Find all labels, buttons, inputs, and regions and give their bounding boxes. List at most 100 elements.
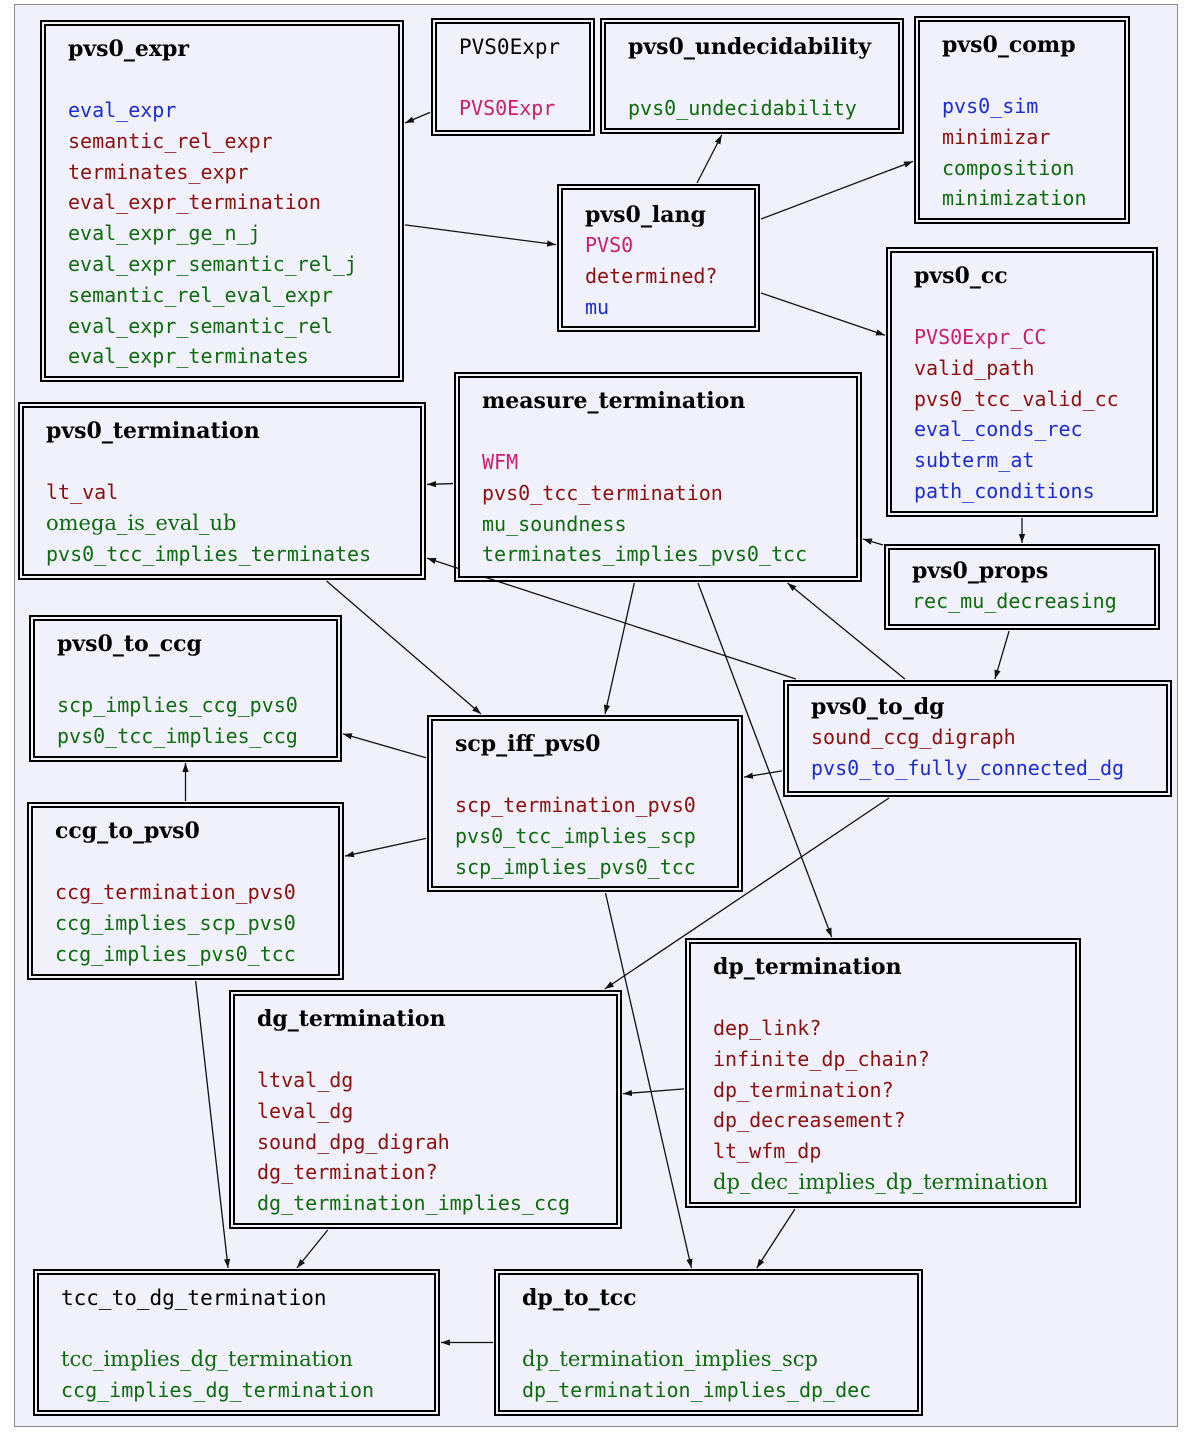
node-measure-termination: measure_termination WFM pvs0_tcc_termina… — [454, 372, 862, 582]
node-item: mu — [585, 294, 610, 319]
node-item: semantic_rel_eval_expr — [68, 282, 333, 307]
node-title: pvs0_lang — [585, 202, 706, 228]
edge-pvs0_props-to-measure_termination — [862, 538, 884, 546]
node-item: pvs0_tcc_termination — [482, 480, 723, 505]
node-items: WFM pvs0_tcc_termination mu_soundness te… — [482, 447, 856, 570]
node-title: pvs0_to_ccg — [57, 631, 202, 657]
node-item: pvs0_tcc_implies_scp — [455, 823, 696, 848]
node-pvs0-undecidability: pvs0_undecidability pvs0_undecidability — [600, 18, 904, 134]
node-item: dg_termination_implies_ccg — [257, 1191, 571, 1216]
node-item: scp_termination_pvs0 — [455, 793, 696, 817]
edge-dg_termination-to-tcc_to_dg_termination — [296, 1229, 329, 1269]
node-item: determined? — [585, 263, 718, 288]
node-item: eval_expr_terminates — [68, 344, 309, 369]
node-title: dg_termination — [257, 1006, 446, 1032]
node-item: pvs0_tcc_valid_cc — [914, 386, 1119, 411]
node-item: dp_decreasement? — [713, 1108, 906, 1133]
edge-scp_iff_pvs0-to-ccg_to_pvs0 — [344, 837, 427, 858]
node-item: sound_ccg_digraph — [811, 725, 1016, 749]
node-title: tcc_to_dg_termination — [61, 1286, 327, 1310]
node-item: ltval_dg — [257, 1068, 354, 1092]
node-items: tcc_implies_dg_termination ccg_implies_d… — [61, 1344, 434, 1406]
node-item: pvs0_undecidability — [628, 96, 857, 120]
node-items: pvs0_sim minimizar composition minimizat… — [942, 91, 1124, 214]
node-item: scp_implies_ccg_pvs0 — [57, 693, 298, 717]
node-title: pvs0_undecidability — [628, 34, 872, 60]
node-item: mu_soundness — [482, 511, 627, 536]
edge-pvs0_lang-to-pvs0_undecidability — [696, 134, 723, 184]
node-item: rec_mu_decreasing — [912, 589, 1117, 613]
node-tcc-to-dg-termination: tcc_to_dg_termination tcc_implies_dg_ter… — [33, 1269, 440, 1416]
node-item: eval_expr_semantic_rel_j — [68, 251, 357, 276]
edge-pvs0_expr-to-pvs0_lang — [404, 224, 557, 247]
node-pvs0-expr: pvs0_expr eval_expr semantic_rel_expr te… — [40, 20, 404, 382]
node-item: sound_dpg_digrah — [257, 1129, 450, 1154]
node-item: ccg_implies_scp_pvs0 — [55, 910, 296, 935]
edge-dp_termination-to-dg_termination — [622, 1088, 685, 1097]
edge-pvs0_to_dg-to-measure_termination — [787, 582, 906, 680]
node-item: eval_expr — [68, 98, 177, 122]
edge-dp_termination-to-dp_to_tcc — [756, 1208, 796, 1269]
node-item: eval_conds_rec — [914, 417, 1083, 442]
node-items: pvs0_undecidability — [628, 93, 898, 124]
node-items: sound_ccg_digraph pvs0_to_fully_connecte… — [811, 722, 1166, 784]
node-item: dp_termination_implies_scp — [522, 1347, 818, 1371]
node-item: subterm_at — [914, 448, 1035, 473]
node-dg-termination: dg_termination ltval_dg leval_dg sound_d… — [229, 990, 622, 1229]
node-item: eval_expr_ge_n_j — [68, 221, 261, 246]
node-item: path_conditions — [914, 478, 1095, 503]
node-item: tcc_implies_dg_termination — [61, 1347, 353, 1371]
node-item: ccg_termination_pvs0 — [55, 880, 296, 904]
node-items: lt_val omega_is_eval_ub pvs0_tcc_implies… — [46, 477, 420, 569]
node-item: pvs0_to_fully_connected_dg — [811, 755, 1125, 780]
edge-pvs0_lang-to-pvs0_cc — [760, 292, 886, 336]
node-item: lt_wfm_dp — [713, 1139, 822, 1164]
node-item: dep_link? — [713, 1016, 822, 1040]
node-item: composition — [942, 155, 1075, 180]
node-scp-iff-pvs0: scp_iff_pvs0 scp_termination_pvs0 pvs0_t… — [427, 715, 743, 892]
node-item: infinite_dp_chain? — [713, 1046, 930, 1071]
node-items: PVS0 determined? mu — [585, 230, 754, 322]
node-item: dg_termination? — [257, 1160, 438, 1185]
node-title: PVS0Expr — [459, 35, 561, 59]
node-item: leval_dg — [257, 1098, 354, 1123]
node-item: PVS0 — [585, 233, 634, 257]
node-title: dp_to_tcc — [522, 1285, 637, 1311]
node-title: dp_termination — [713, 954, 902, 980]
node-pvs0-to-ccg: pvs0_to_ccg scp_implies_ccg_pvs0 pvs0_tc… — [29, 615, 342, 762]
node-item: PVS0Expr_CC — [914, 325, 1047, 349]
edge-scp_iff_pvs0-to-pvs0_to_ccg — [342, 733, 427, 759]
node-item: scp_implies_pvs0_tcc — [455, 854, 696, 879]
node-pvs0-to-dg: pvs0_to_dg sound_ccg_digraph pvs0_to_ful… — [783, 680, 1172, 797]
node-title: measure_termination — [482, 388, 746, 414]
node-ccg-to-pvs0: ccg_to_pvs0 ccg_termination_pvs0 ccg_imp… — [27, 802, 344, 980]
node-item: valid_path — [914, 355, 1035, 380]
node-pvs0-props: pvs0_props rec_mu_decreasing — [884, 544, 1160, 630]
node-title: pvs0_termination — [46, 418, 260, 444]
node-items: dep_link? infinite_dp_chain? dp_terminat… — [713, 1013, 1075, 1198]
node-items: PVS0Expr — [459, 93, 589, 124]
node-pvs0-lang: pvs0_lang PVS0 determined? mu — [557, 184, 760, 332]
node-item: PVS0Expr — [459, 96, 556, 120]
node-items: dp_termination_implies_scp dp_terminatio… — [522, 1344, 917, 1406]
edge-pvs0_lang-to-pvs0_comp — [760, 160, 914, 220]
node-title: pvs0_props — [912, 558, 1049, 584]
edge-ccg_to_pvs0-to-tcc_to_dg_termination — [195, 980, 231, 1269]
node-item: omega_is_eval_ub — [46, 510, 237, 535]
node-item: semantic_rel_expr — [68, 128, 273, 153]
node-item: terminates_implies_pvs0_tcc — [482, 542, 808, 567]
node-item: eval_expr_semantic_rel — [68, 313, 333, 338]
edge-measure_termination-to-pvs0_termination — [426, 480, 454, 488]
node-pvs0-termination: pvs0_termination lt_val omega_is_eval_ub… — [18, 402, 426, 580]
edge-measure_termination-to-dp_termination — [697, 582, 833, 938]
edge-pvs0_to_dg-to-dg_termination — [604, 797, 890, 990]
node-item: pvs0_tcc_implies_terminates — [46, 541, 372, 566]
node-pvs0expr: PVS0Expr PVS0Expr — [431, 18, 595, 136]
node-item: pvs0_tcc_implies_ccg — [57, 723, 298, 748]
node-title: pvs0_to_dg — [811, 694, 945, 720]
node-title: pvs0_expr — [68, 36, 189, 62]
node-item: dp_termination? — [713, 1077, 894, 1102]
edge-measure_termination-to-scp_iff_pvs0 — [603, 582, 635, 715]
node-title: scp_iff_pvs0 — [455, 731, 601, 757]
